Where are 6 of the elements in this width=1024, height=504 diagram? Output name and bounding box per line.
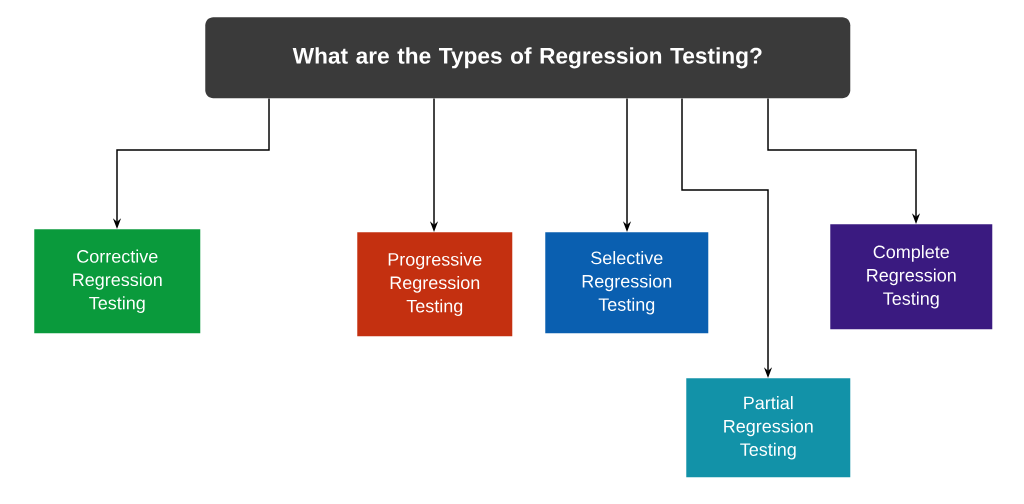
title-box: What are the Types of Regression Testing? [205, 17, 851, 99]
process-box: Corrective Regression Testing [34, 229, 201, 334]
process-box: Partial Regression Testing [686, 378, 851, 478]
process-box: Progressive Regression Testing [357, 232, 513, 337]
process-box: Selective Regression Testing [545, 232, 709, 334]
process-box: Complete Regression Testing [830, 224, 993, 330]
